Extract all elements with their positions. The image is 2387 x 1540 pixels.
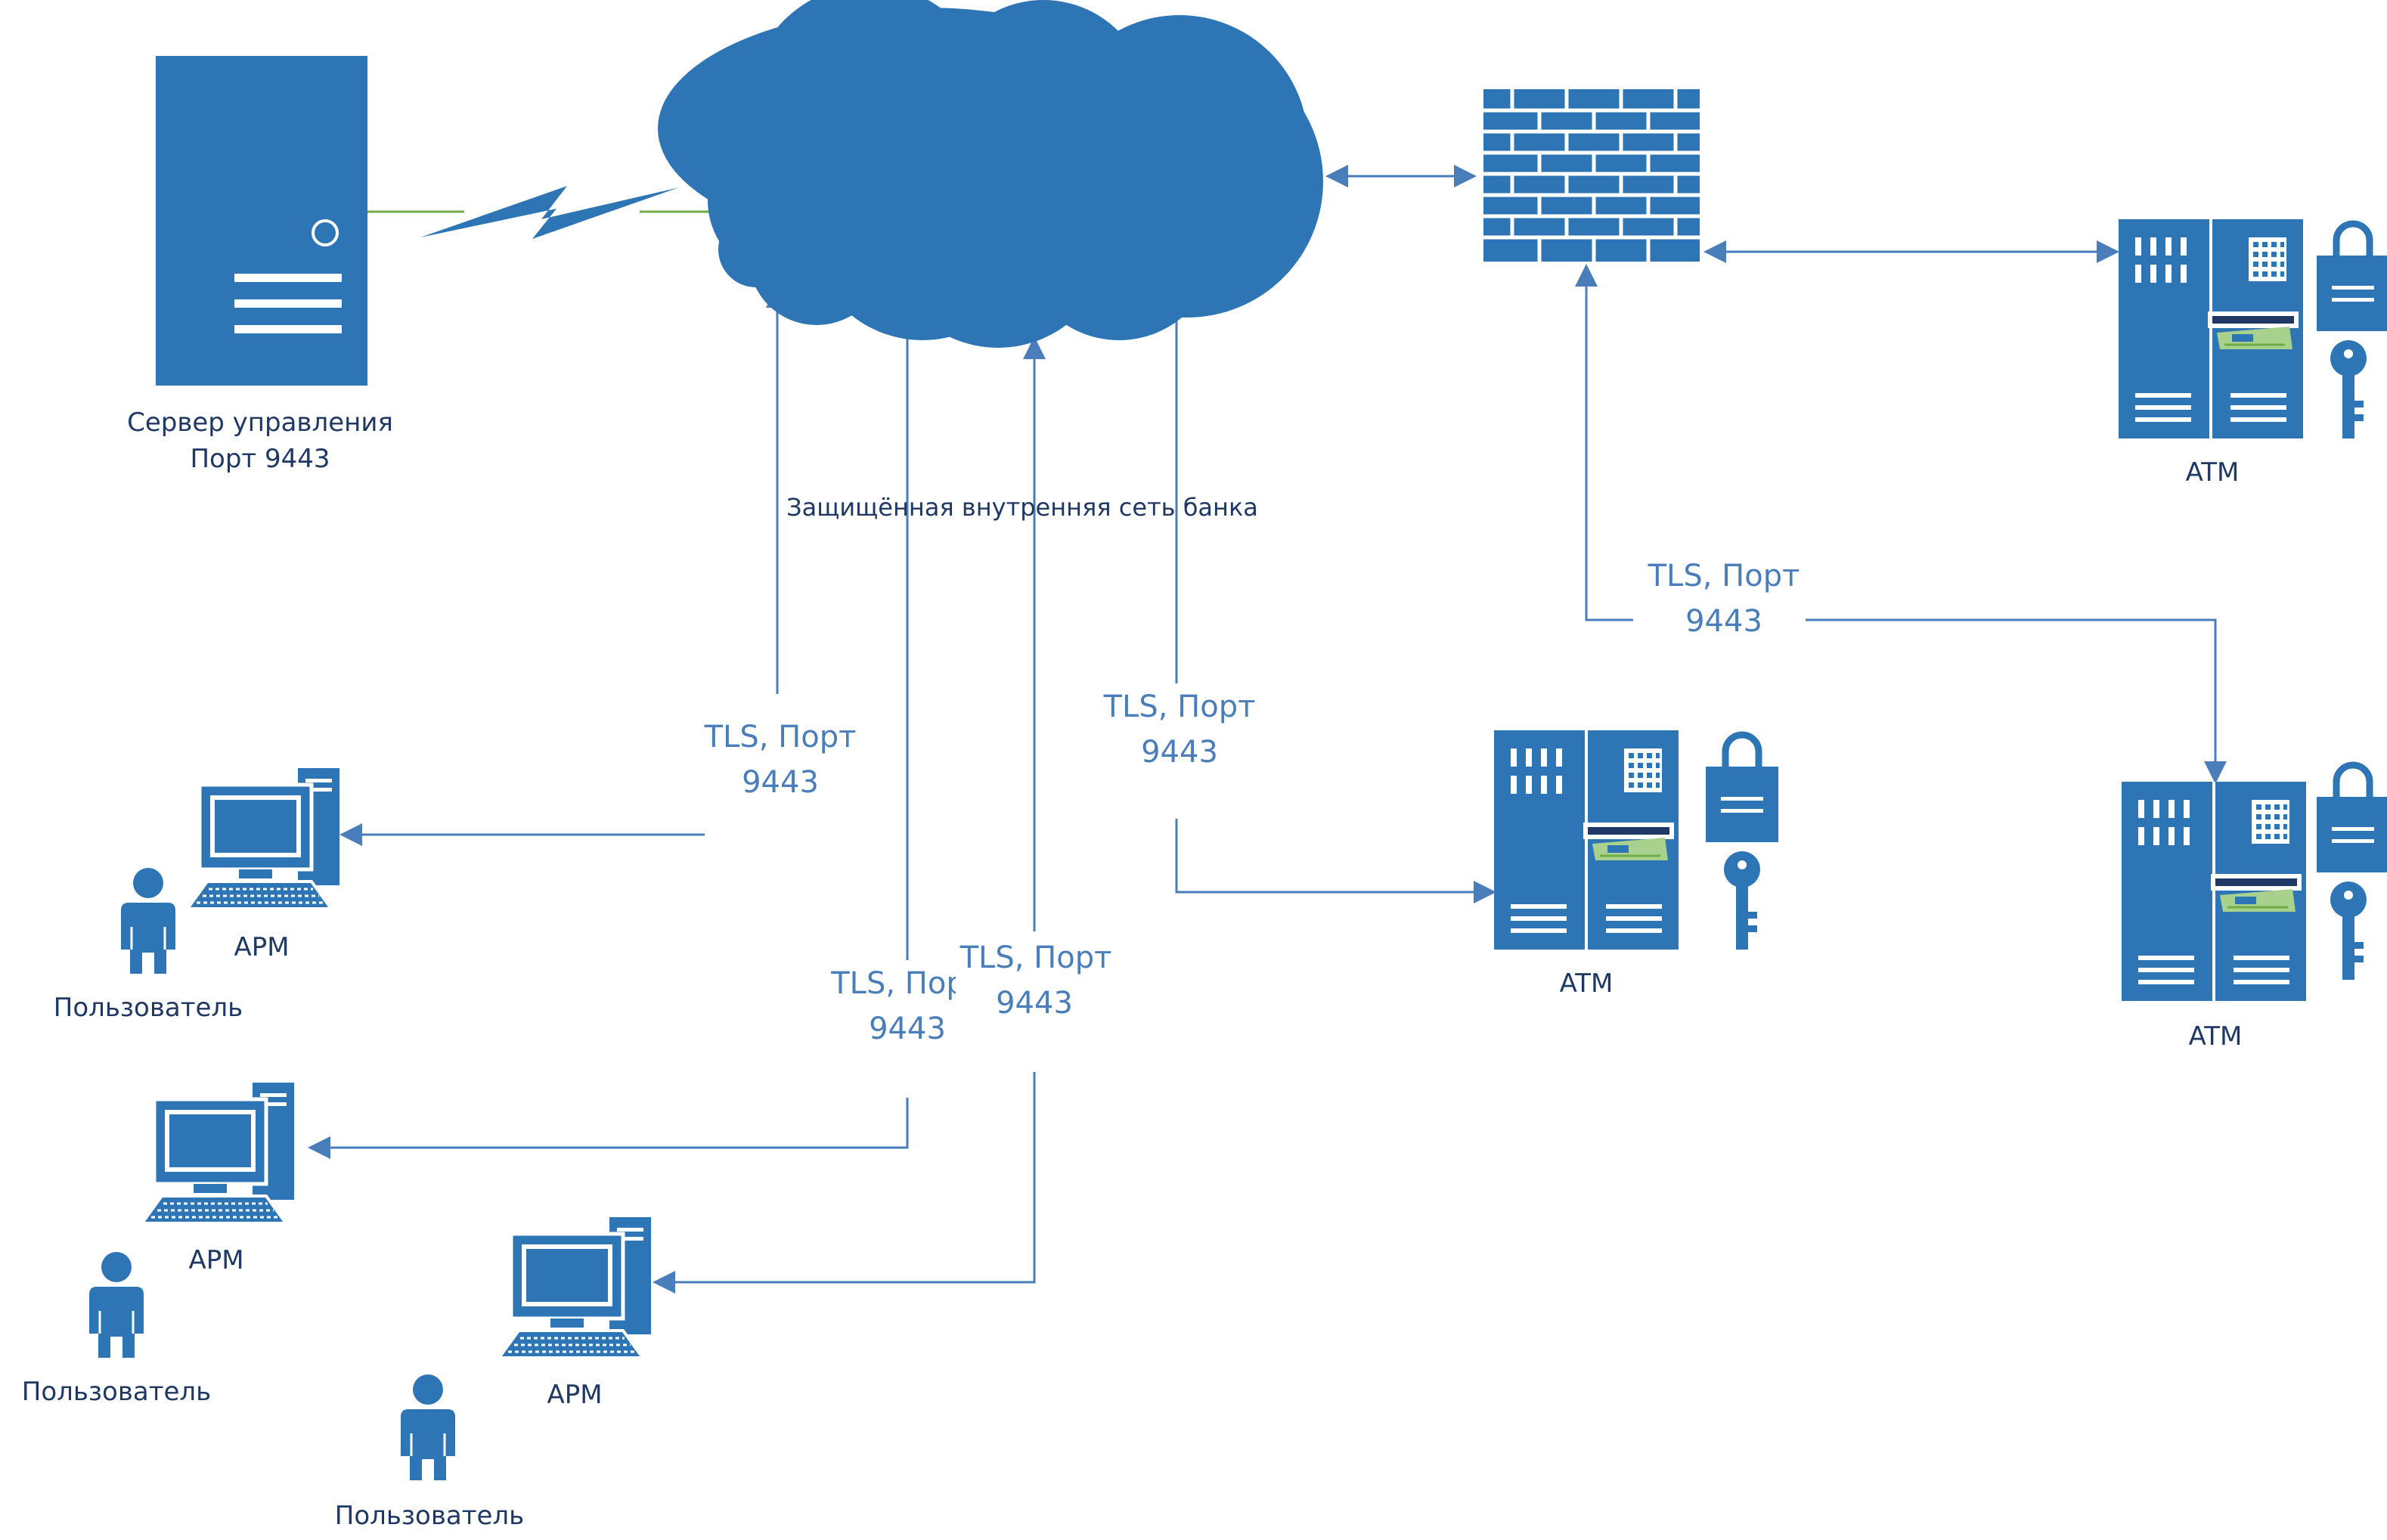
workstation-3: АРМ Пользователь xyxy=(335,1217,651,1531)
server-label-line1: Сервер управления xyxy=(127,407,393,438)
atm-label: ATM xyxy=(2186,457,2240,488)
workstation-label: АРМ xyxy=(234,932,289,962)
computer-icon xyxy=(142,1083,294,1223)
user-label: Пользователь xyxy=(54,993,243,1023)
firewall xyxy=(1483,89,1700,262)
lightning-icon xyxy=(420,186,679,239)
bank-network: Защищённая внутренняя сеть банка xyxy=(658,0,1323,522)
tls-label-line2: 9443 xyxy=(1141,735,1218,770)
tls-label-ws2: TLS, Пор 9443 xyxy=(824,960,966,1054)
user-label: Пользователь xyxy=(22,1377,211,1407)
server-icon xyxy=(156,56,367,386)
computer-icon xyxy=(499,1217,651,1358)
link-atm-middle xyxy=(1175,819,1496,903)
atm-icon xyxy=(2117,218,2305,440)
atm-label: ATM xyxy=(1560,968,1614,999)
user-icon xyxy=(119,866,177,975)
key-icon xyxy=(2330,882,2367,980)
wan-link xyxy=(367,186,741,239)
lock-icon xyxy=(1706,735,1778,842)
key-icon xyxy=(2330,340,2367,438)
user-label: Пользователь xyxy=(335,1501,524,1531)
tls-label-line2: 9443 xyxy=(742,765,819,800)
tls-label-line1: TLS, Порт xyxy=(1103,689,1256,724)
tls-label-atm-middle: TLS, Порт 9443 xyxy=(1093,683,1260,770)
atm-middle: ATM xyxy=(1493,729,1778,999)
workstation-label: АРМ xyxy=(547,1380,602,1410)
workstation-2: АРМ Пользователь xyxy=(22,1083,294,1407)
cloud-icon xyxy=(658,0,1323,348)
tls-label-line2: 9443 xyxy=(869,1012,946,1046)
tls-label-line1: TLS, Порт xyxy=(1648,559,1800,593)
link-tls-firewall xyxy=(1575,264,1641,621)
atm-top-right: ATM xyxy=(2117,218,2387,488)
lock-icon xyxy=(2317,224,2387,331)
server-label-line2: Порт 9443 xyxy=(190,444,330,474)
tls-label-line1: TLS, Порт xyxy=(704,720,857,755)
link-ws3 xyxy=(653,1072,1036,1294)
lock-icon xyxy=(2317,765,2387,872)
atm-bottom-right: ATM xyxy=(2120,765,2387,1052)
tls-label-ws1: TLS, Порт 9443 xyxy=(699,712,857,804)
tls-label-line2: 9443 xyxy=(996,986,1073,1021)
tls-label-line2: 9443 xyxy=(1685,604,1762,639)
management-server: Сервер управления Порт 9443 xyxy=(127,56,393,474)
workstation-1: АРМ Пользователь xyxy=(54,768,339,1023)
connection-lines xyxy=(308,165,2227,1294)
key-icon xyxy=(1724,851,1760,950)
atm-icon xyxy=(1493,729,1680,951)
tls-label-firewall: TLS, Порт 9443 xyxy=(1633,552,1806,639)
network-label: Защищённая внутренняя сеть банка xyxy=(786,493,1258,522)
user-icon xyxy=(399,1373,457,1482)
workstation-label: АРМ xyxy=(188,1245,243,1275)
tls-label-ws3: TLS, Порт 9443 xyxy=(956,933,1116,1031)
atm-label: ATM xyxy=(2189,1021,2243,1052)
firewall-icon xyxy=(1483,89,1700,262)
user-icon xyxy=(88,1250,145,1359)
computer-icon xyxy=(188,768,339,909)
tls-label-line1: TLS, Порт xyxy=(959,940,1112,975)
link-ws2 xyxy=(308,1098,909,1159)
atm-icon xyxy=(2120,780,2308,1002)
tls-label-line1: TLS, Пор xyxy=(830,966,965,1001)
link-atm-bottom-firewall xyxy=(1641,618,2227,784)
tls-labels: TLS, Порт 9443 TLS, Порт 9443 TLS, Порт … xyxy=(699,552,1806,1054)
